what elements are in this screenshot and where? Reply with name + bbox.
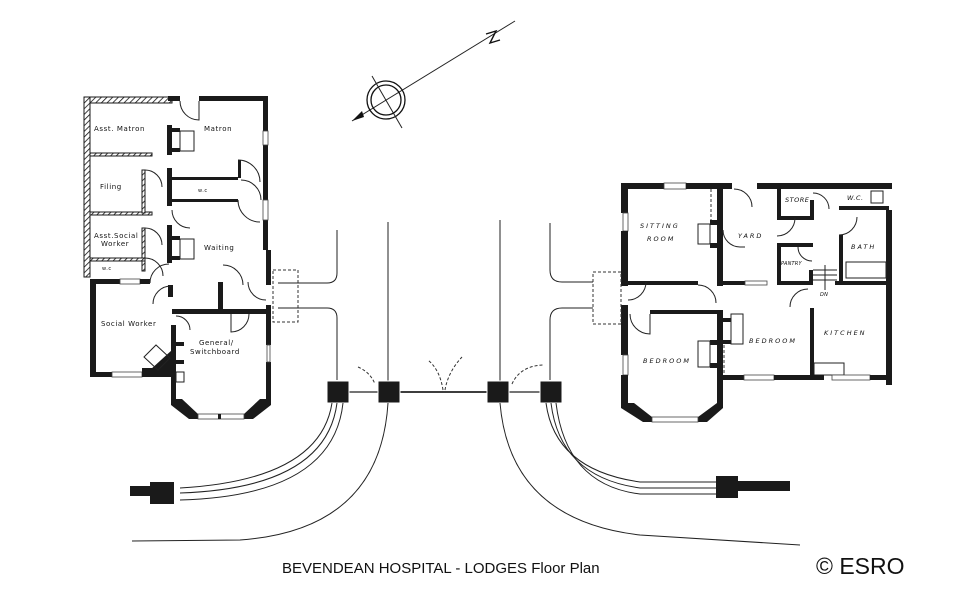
- room-label-pantry: PANTRY: [781, 261, 802, 267]
- room-label-waiting: Waiting: [204, 244, 234, 252]
- room-label-kitchen: KITCHEN: [824, 329, 867, 337]
- drawing-title: BEVENDEAN HOSPITAL - LODGES Floor Plan: [282, 560, 600, 577]
- room-label-social-worker: Social Worker: [101, 320, 156, 328]
- room-label-wc-lower: w.c: [102, 266, 112, 272]
- driveway-and-roads: [130, 220, 801, 546]
- left-lodge: [83, 96, 299, 420]
- room-label-dn: DN: [820, 292, 828, 298]
- copyright-notice: © ESRO: [816, 553, 905, 579]
- room-label-filing: Filing: [100, 183, 122, 191]
- room-label-bedroom-2: BEDROOM: [749, 337, 797, 345]
- room-label-general-switchboard-2: Switchboard: [190, 348, 240, 356]
- room-label-asst-matron: Asst. Matron: [94, 125, 145, 133]
- room-label-store: STORE: [785, 196, 810, 204]
- room-label-bath: BATH: [851, 243, 876, 251]
- room-label-sitting-room: SITTING: [640, 222, 680, 230]
- room-label-sitting-room-2: ROOM: [647, 235, 675, 243]
- room-label-general-switchboard: General/: [199, 339, 234, 347]
- room-label-asst-social-worker: Asst.Social: [94, 232, 138, 240]
- right-lodge: [592, 182, 892, 423]
- room-label-wc-upper: w.c: [198, 188, 208, 194]
- room-label-bedroom: BEDROOM: [643, 357, 691, 365]
- room-label-wc: W.C.: [847, 194, 864, 202]
- room-label-yard: YARD: [738, 232, 763, 240]
- room-label-matron: Matron: [204, 125, 232, 133]
- room-label-asst-social-worker-2: Worker: [101, 240, 129, 248]
- north-arrow-icon: [351, 20, 516, 129]
